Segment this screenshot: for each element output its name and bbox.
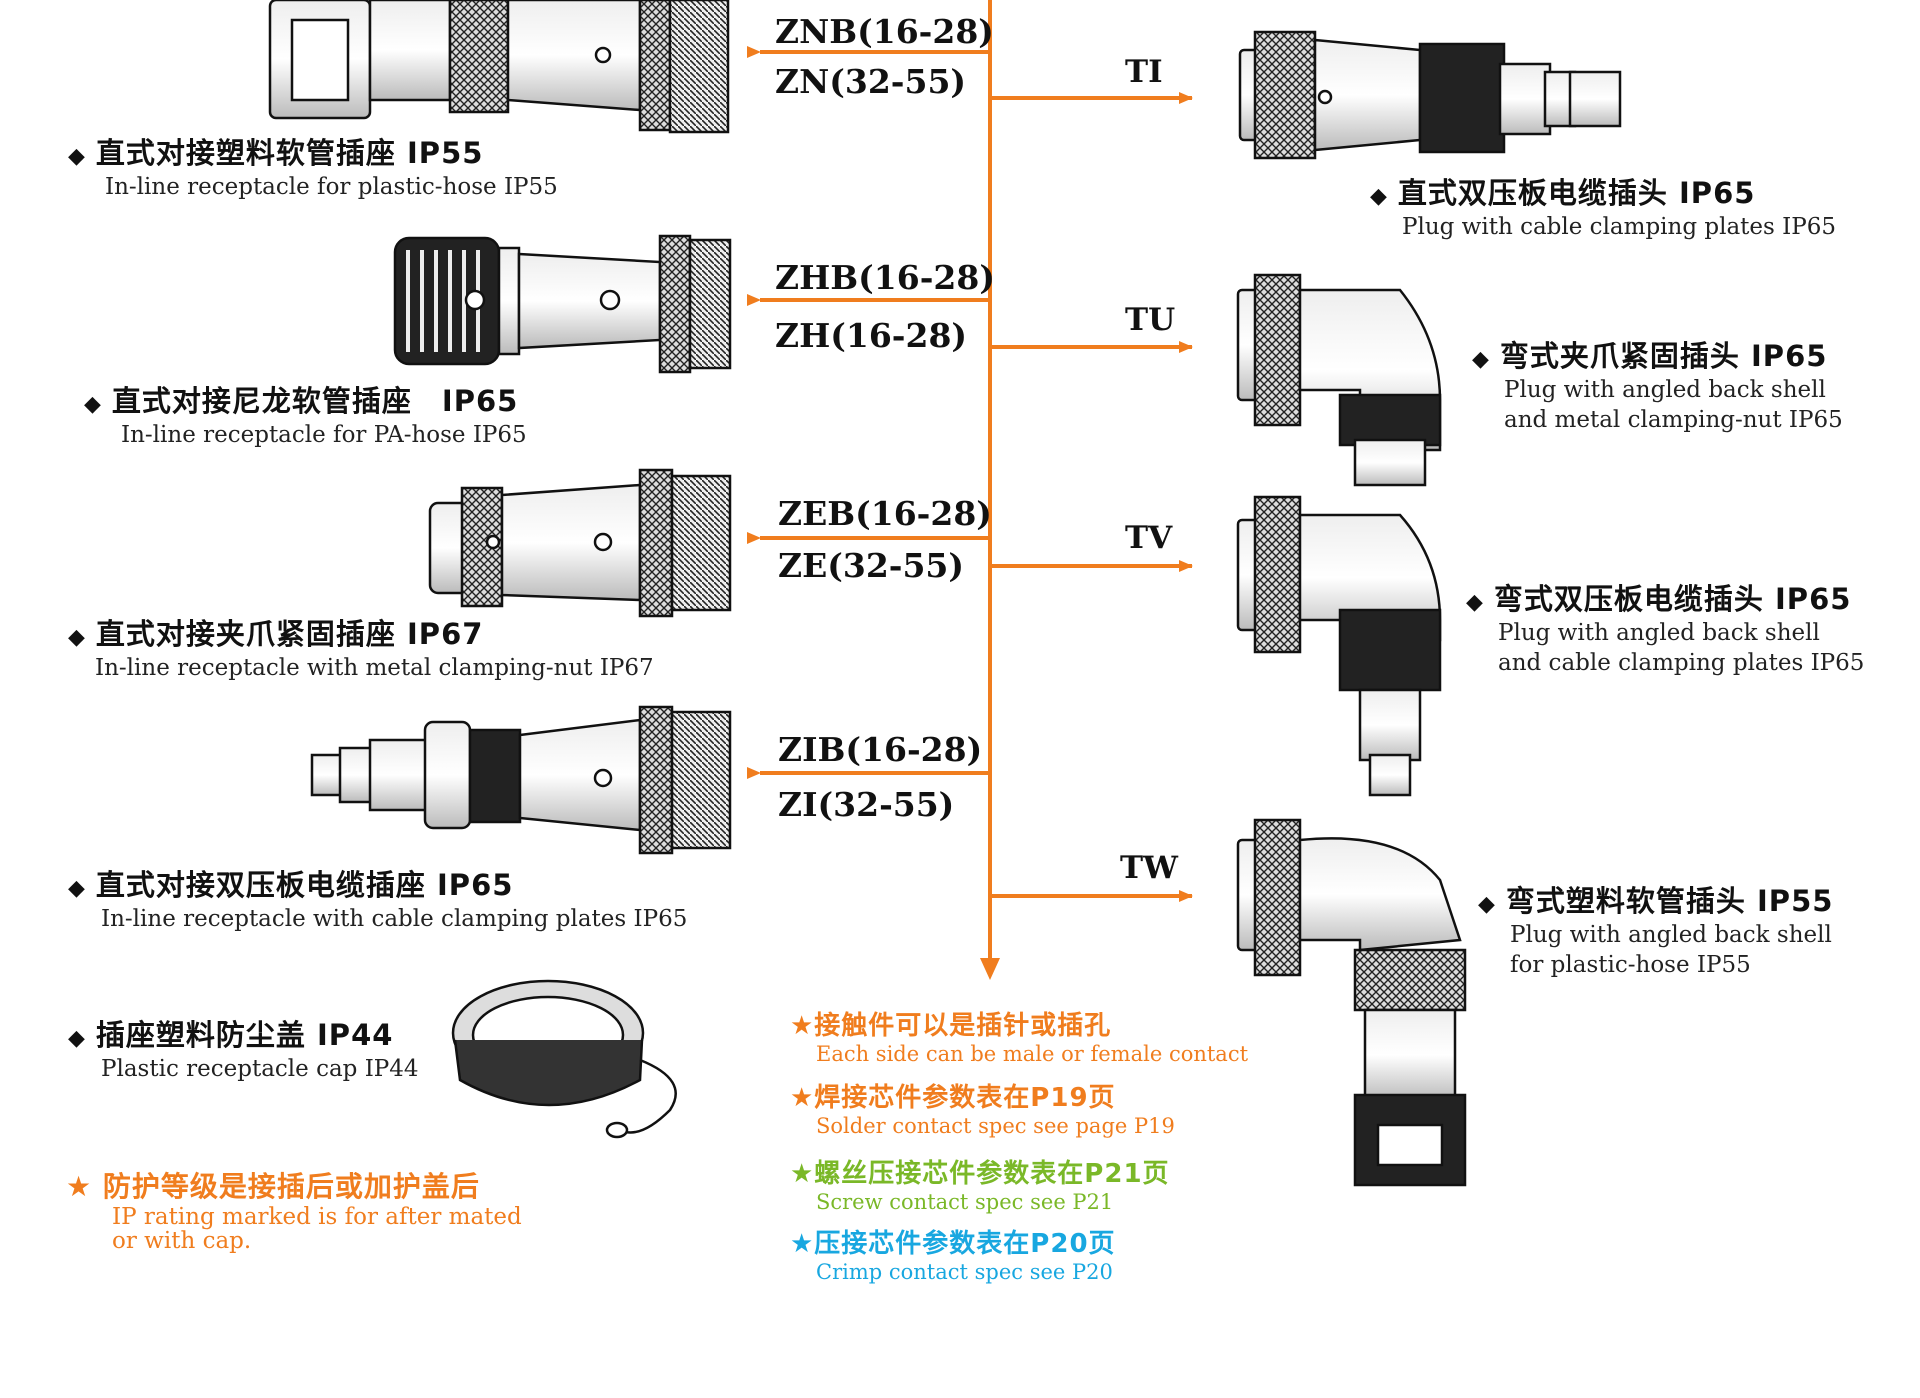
tu-plug-drawing (1236, 273, 1442, 487)
diamond-icon: ◆ (68, 144, 86, 169)
caption-tu: ◆弯式夹爪紧固插头 IP65 Plug with angled back she… (1472, 339, 1843, 433)
code-zib: ZIB(16-28) (778, 730, 983, 769)
code-tv: TV (1125, 520, 1173, 556)
tw-plug-drawing (1236, 818, 1467, 1187)
zib-receptacle-drawing (310, 705, 732, 855)
code-zi: ZI(32-55) (778, 785, 955, 824)
ti-plug-drawing (1238, 30, 1622, 160)
code-zeb: ZEB(16-28) (778, 494, 992, 533)
diamond-icon: ◆ (1472, 347, 1490, 372)
caption-zib: ◆直式对接双压板电缆插座 IP65 In-line receptacle wit… (68, 868, 688, 932)
caption-tv: ◆弯式双压板电缆插头 IP65 Plug with angled back sh… (1466, 582, 1865, 676)
note-screw: ★螺丝压接芯件参数表在P21页 Screw contact spec see P… (790, 1159, 1170, 1214)
note-solder: ★焊接芯件参数表在P19页 Solder contact spec see pa… (790, 1083, 1175, 1138)
diamond-icon: ◆ (1466, 590, 1484, 615)
diamond-icon: ◆ (1370, 184, 1388, 209)
diamond-icon: ◆ (1478, 892, 1496, 917)
zeb-receptacle-drawing (428, 468, 732, 618)
znb-receptacle-drawing (268, 0, 730, 134)
code-zn: ZN(32-55) (775, 62, 967, 101)
caption-tw: ◆弯式塑料软管插头 IP55 Plug with angled back she… (1478, 884, 1834, 978)
code-tu: TU (1125, 302, 1176, 338)
diamond-icon: ◆ (68, 1026, 86, 1051)
code-ze: ZE(32-55) (778, 546, 965, 585)
caption-znb: ◆直式对接塑料软管插座 IP55 In-line receptacle for … (68, 136, 558, 200)
code-zhb: ZHB(16-28) (775, 258, 995, 297)
caption-cap: ◆插座塑料防尘盖 IP44 Plastic receptacle cap IP4… (68, 1018, 419, 1082)
code-znb: ZNB(16-28) (775, 12, 994, 51)
diamond-icon: ◆ (84, 392, 102, 417)
note-contacts: ★接触件可以是插针或插孔 Each side can be male or fe… (790, 1011, 1249, 1066)
code-zh: ZH(16-28) (775, 316, 968, 355)
ip-rating-note: ★ 防护等级是接插后或加护盖后 IP rating marked is for … (66, 1170, 522, 1254)
diamond-icon: ◆ (68, 625, 86, 650)
diamond-icon: ◆ (68, 876, 86, 901)
trunk-arrow (980, 958, 1000, 980)
note-crimp: ★压接芯件参数表在P20页 Crimp contact spec see P20 (790, 1229, 1116, 1284)
tv-plug-drawing (1236, 495, 1442, 797)
code-tw: TW (1120, 850, 1178, 886)
caption-zhb: ◆直式对接尼龙软管插座 IP65 In-line receptacle for … (84, 384, 527, 448)
receptacle-cap-drawing (451, 979, 677, 1139)
caption-ti: ◆直式双压板电缆插头 IP65 Plug with cable clamping… (1370, 176, 1836, 240)
caption-zeb: ◆直式对接夹爪紧固插座 IP67 In-line receptacle with… (68, 617, 654, 681)
zhb-receptacle-drawing (393, 234, 732, 374)
code-ti: TI (1125, 54, 1163, 90)
